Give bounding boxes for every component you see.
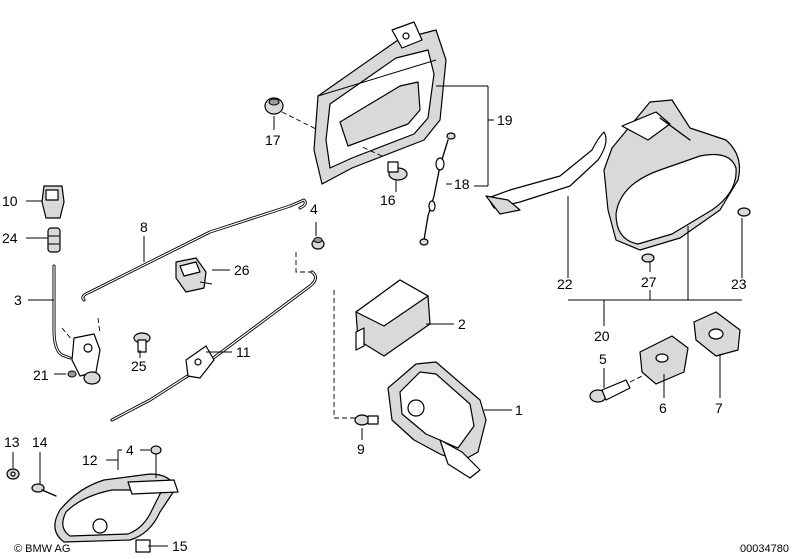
callout-4-lower: 4 <box>126 442 134 458</box>
drawing-number: 00034780 <box>740 543 789 555</box>
callout-18: 18 <box>454 176 470 192</box>
part-19-carrier-frame <box>313 21 447 185</box>
callout-23: 23 <box>731 276 747 292</box>
part-13-washer <box>6 468 20 480</box>
part-25-screw <box>133 332 151 353</box>
part-10-connector <box>41 185 65 219</box>
callout-10: 10 <box>2 193 18 209</box>
callout-8: 8 <box>140 219 148 235</box>
callout-7: 7 <box>715 400 723 416</box>
part-14-screw <box>31 483 57 497</box>
callout-9: 9 <box>357 441 365 457</box>
callout-21: 21 <box>33 367 49 383</box>
callout-11: 11 <box>236 344 251 360</box>
callout-19: 19 <box>497 112 513 128</box>
callout-2: 2 <box>458 316 466 332</box>
part-12-handle-assembly <box>54 445 179 543</box>
part-23-outer-handle <box>603 99 751 263</box>
callout-26: 26 <box>234 262 250 278</box>
part-26-clip <box>175 257 213 293</box>
part-9-screw <box>354 414 379 426</box>
callout-14: 14 <box>32 434 48 450</box>
callout-1: 1 <box>515 402 523 418</box>
part-5-screw <box>589 371 651 403</box>
part-8-rod <box>81 198 307 302</box>
part-7-plate <box>693 311 741 357</box>
part-1-door-lock <box>333 290 487 479</box>
leader-lines <box>12 85 743 547</box>
callout-labels: 10 24 3 21 8 26 4 11 25 12 4 13 14 15 17… <box>2 112 747 554</box>
callout-27: 27 <box>641 274 657 290</box>
callout-12: 12 <box>82 452 98 468</box>
callout-24: 24 <box>2 230 18 246</box>
callout-17: 17 <box>265 132 281 148</box>
callout-15: 15 <box>172 538 188 554</box>
callout-16: 16 <box>380 192 396 208</box>
callout-3: 3 <box>14 292 22 308</box>
part-21-lever-bracket <box>61 317 101 385</box>
part-15-clip <box>135 539 151 553</box>
part-18-cable <box>419 132 456 246</box>
callout-20: 20 <box>594 328 610 344</box>
part-22-handle-arm <box>485 131 607 215</box>
callout-6: 6 <box>659 400 667 416</box>
callout-22: 22 <box>557 276 573 292</box>
part-3-rod <box>52 264 72 360</box>
part-2-block <box>355 279 431 357</box>
part-16-screw <box>359 145 408 181</box>
callout-4-upper: 4 <box>310 201 318 217</box>
callout-13: 13 <box>4 434 20 450</box>
callout-25: 25 <box>131 358 147 374</box>
part-4-grommet-upper <box>295 237 325 273</box>
part-11-rod <box>110 270 317 422</box>
callout-5: 5 <box>599 351 607 367</box>
part-6-striker <box>639 335 689 385</box>
copyright-text: © BMW AG <box>14 543 70 555</box>
part-24-bushing <box>47 227 61 253</box>
part-17-grommet <box>264 97 319 131</box>
